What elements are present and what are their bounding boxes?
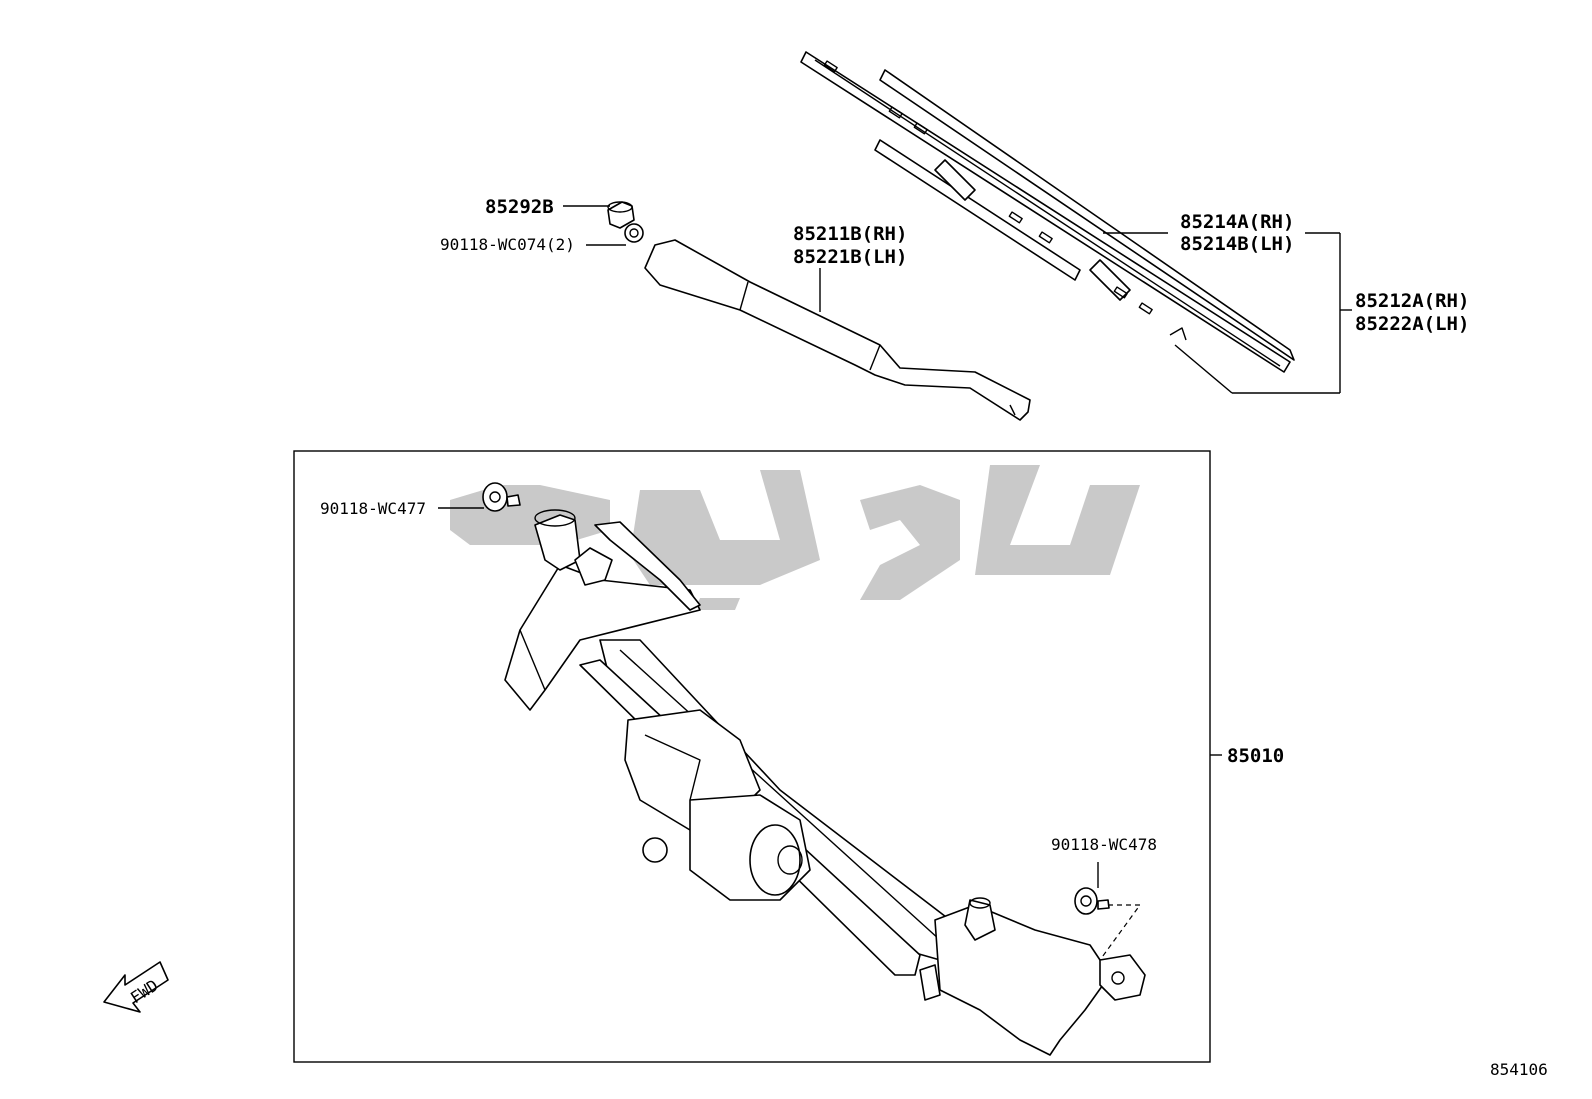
label-arm-rh: 85211B(RH) (793, 223, 907, 245)
label-bolt-upper: 90118-WC477 (320, 499, 426, 518)
watermark (450, 465, 1140, 610)
nut-part[interactable] (624, 223, 644, 243)
cap-part[interactable] (607, 201, 635, 229)
upper-bolt-part[interactable] (482, 482, 521, 512)
label-blade-insert-rh: 85214A(RH) (1180, 211, 1294, 233)
label-blade-rh: 85212A(RH) (1355, 290, 1469, 312)
label-nut: 90118-WC074(2) (440, 235, 575, 254)
label-linkage-assembly: 85010 (1227, 745, 1284, 767)
label-arm-lh: 85221B(LH) (793, 246, 907, 268)
wiper-blade[interactable] (800, 51, 1295, 373)
lower-bolt-part[interactable] (1074, 887, 1142, 961)
label-blade-lh: 85222A(LH) (1355, 313, 1469, 335)
linkage-assembly-frame (293, 450, 1211, 1063)
blade-slots (823, 60, 1153, 315)
diagram-number: 854106 (1490, 1060, 1548, 1079)
wiper-linkage-assembly[interactable] (504, 509, 1146, 1056)
wiper-arm[interactable] (644, 239, 1031, 421)
fwd-arrow-icon: FWD (103, 961, 169, 1013)
label-cap: 85292B (485, 196, 554, 218)
label-blade-insert-lh: 85214B(LH) (1180, 233, 1294, 255)
leader-lines (438, 205, 1352, 888)
label-bolt-lower: 90118-WC478 (1051, 835, 1157, 854)
